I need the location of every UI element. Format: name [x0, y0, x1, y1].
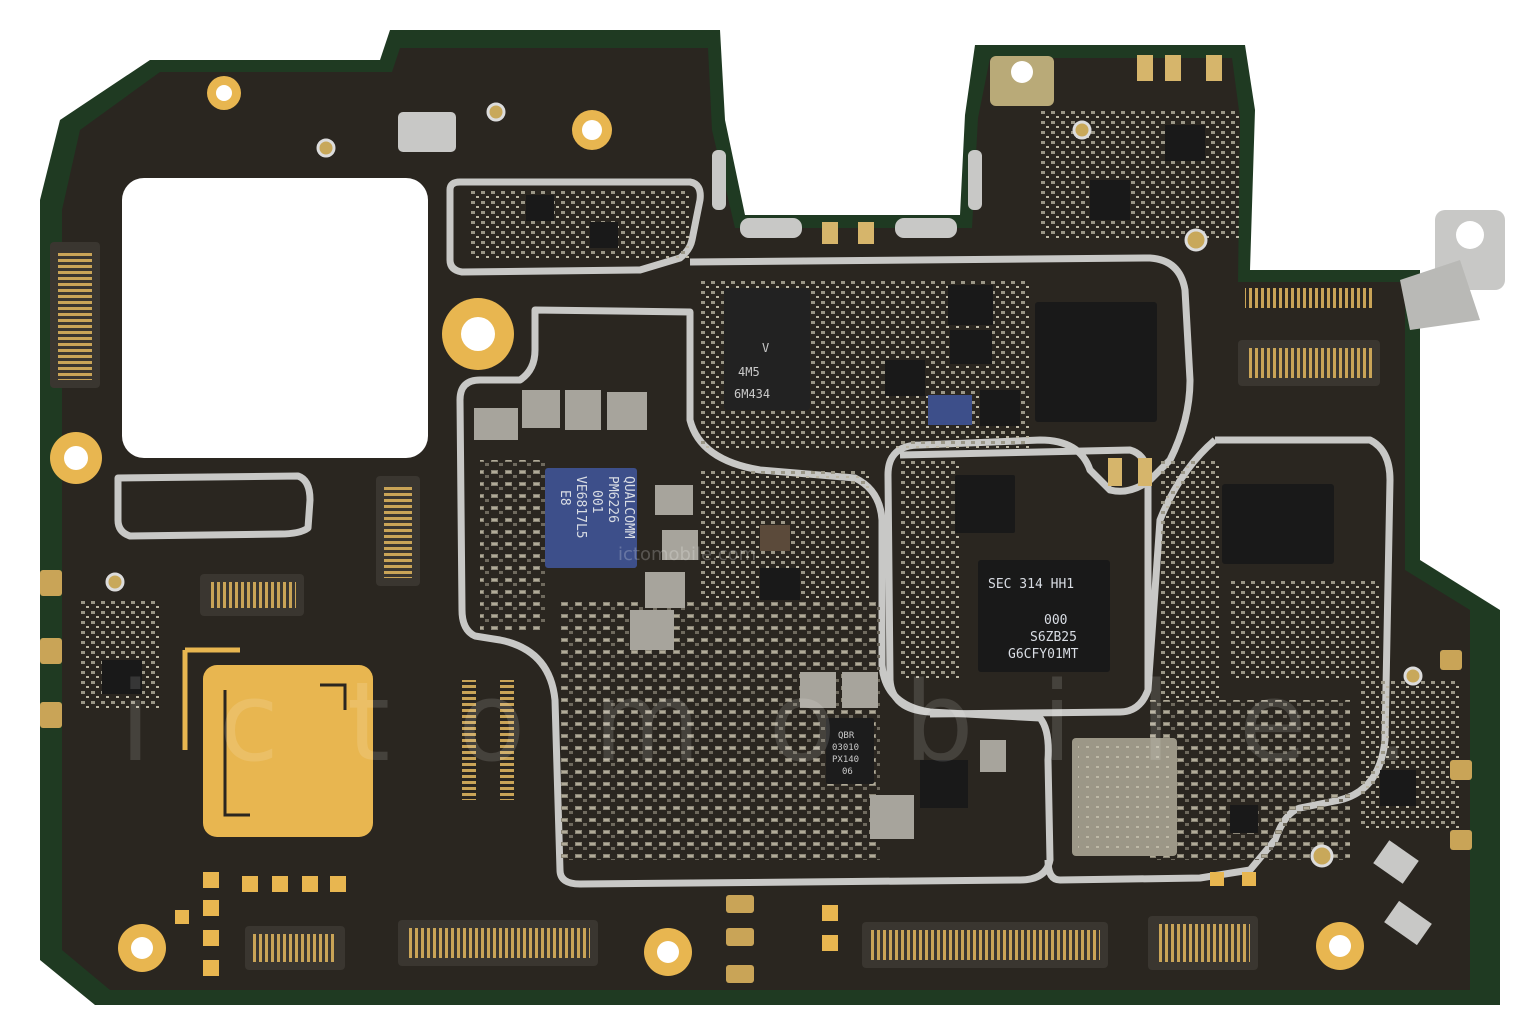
upper-line-3: 6M434	[734, 387, 770, 401]
cpu-chip	[1035, 302, 1157, 422]
pmic-line-2: PM6226	[605, 476, 620, 523]
pmic-line-1: QUALCOMM	[621, 476, 636, 539]
screw-hole-icon	[50, 56, 1364, 976]
board-to-board-connector-icon	[50, 242, 1380, 970]
emmc-line-2: 000	[1044, 613, 1067, 628]
emmc-line-4: G6CFY01MT	[1008, 647, 1079, 662]
emmc-line-3: S6ZB25	[1030, 630, 1077, 645]
upper-line-2: 4M5	[738, 365, 760, 379]
upper-chip: V 4M5 6M434	[724, 288, 810, 410]
pmic-line-5: E8	[557, 490, 572, 506]
emmc-line-1: SEC 314 HH1	[988, 577, 1074, 592]
sim-contact-pad-icon	[182, 647, 373, 837]
pmic-chip: QUALCOMM PM6226 001 VE6817L5 E8	[545, 468, 637, 568]
upper-line-1: V	[762, 341, 769, 355]
emmc-chip: SEC 314 HH1 000 S6ZB25 G6CFY01MT	[978, 560, 1110, 672]
camera-cutout	[122, 178, 428, 458]
small-line-1: QBR	[838, 731, 855, 741]
pmic-line-4: VE6817L5	[573, 476, 588, 539]
watermark-small: ictomobile.com	[618, 544, 756, 565]
coax-connector-icon	[105, 102, 1423, 868]
watermark-large: ictomobile.	[120, 658, 1478, 786]
small-line-2: 03010	[832, 743, 859, 753]
pmic-line-3: 001	[589, 490, 604, 513]
small-chip: QBR 03010 PX140 06	[826, 718, 874, 784]
small-line-4: 06	[842, 767, 853, 777]
small-line-3: PX140	[832, 755, 859, 765]
